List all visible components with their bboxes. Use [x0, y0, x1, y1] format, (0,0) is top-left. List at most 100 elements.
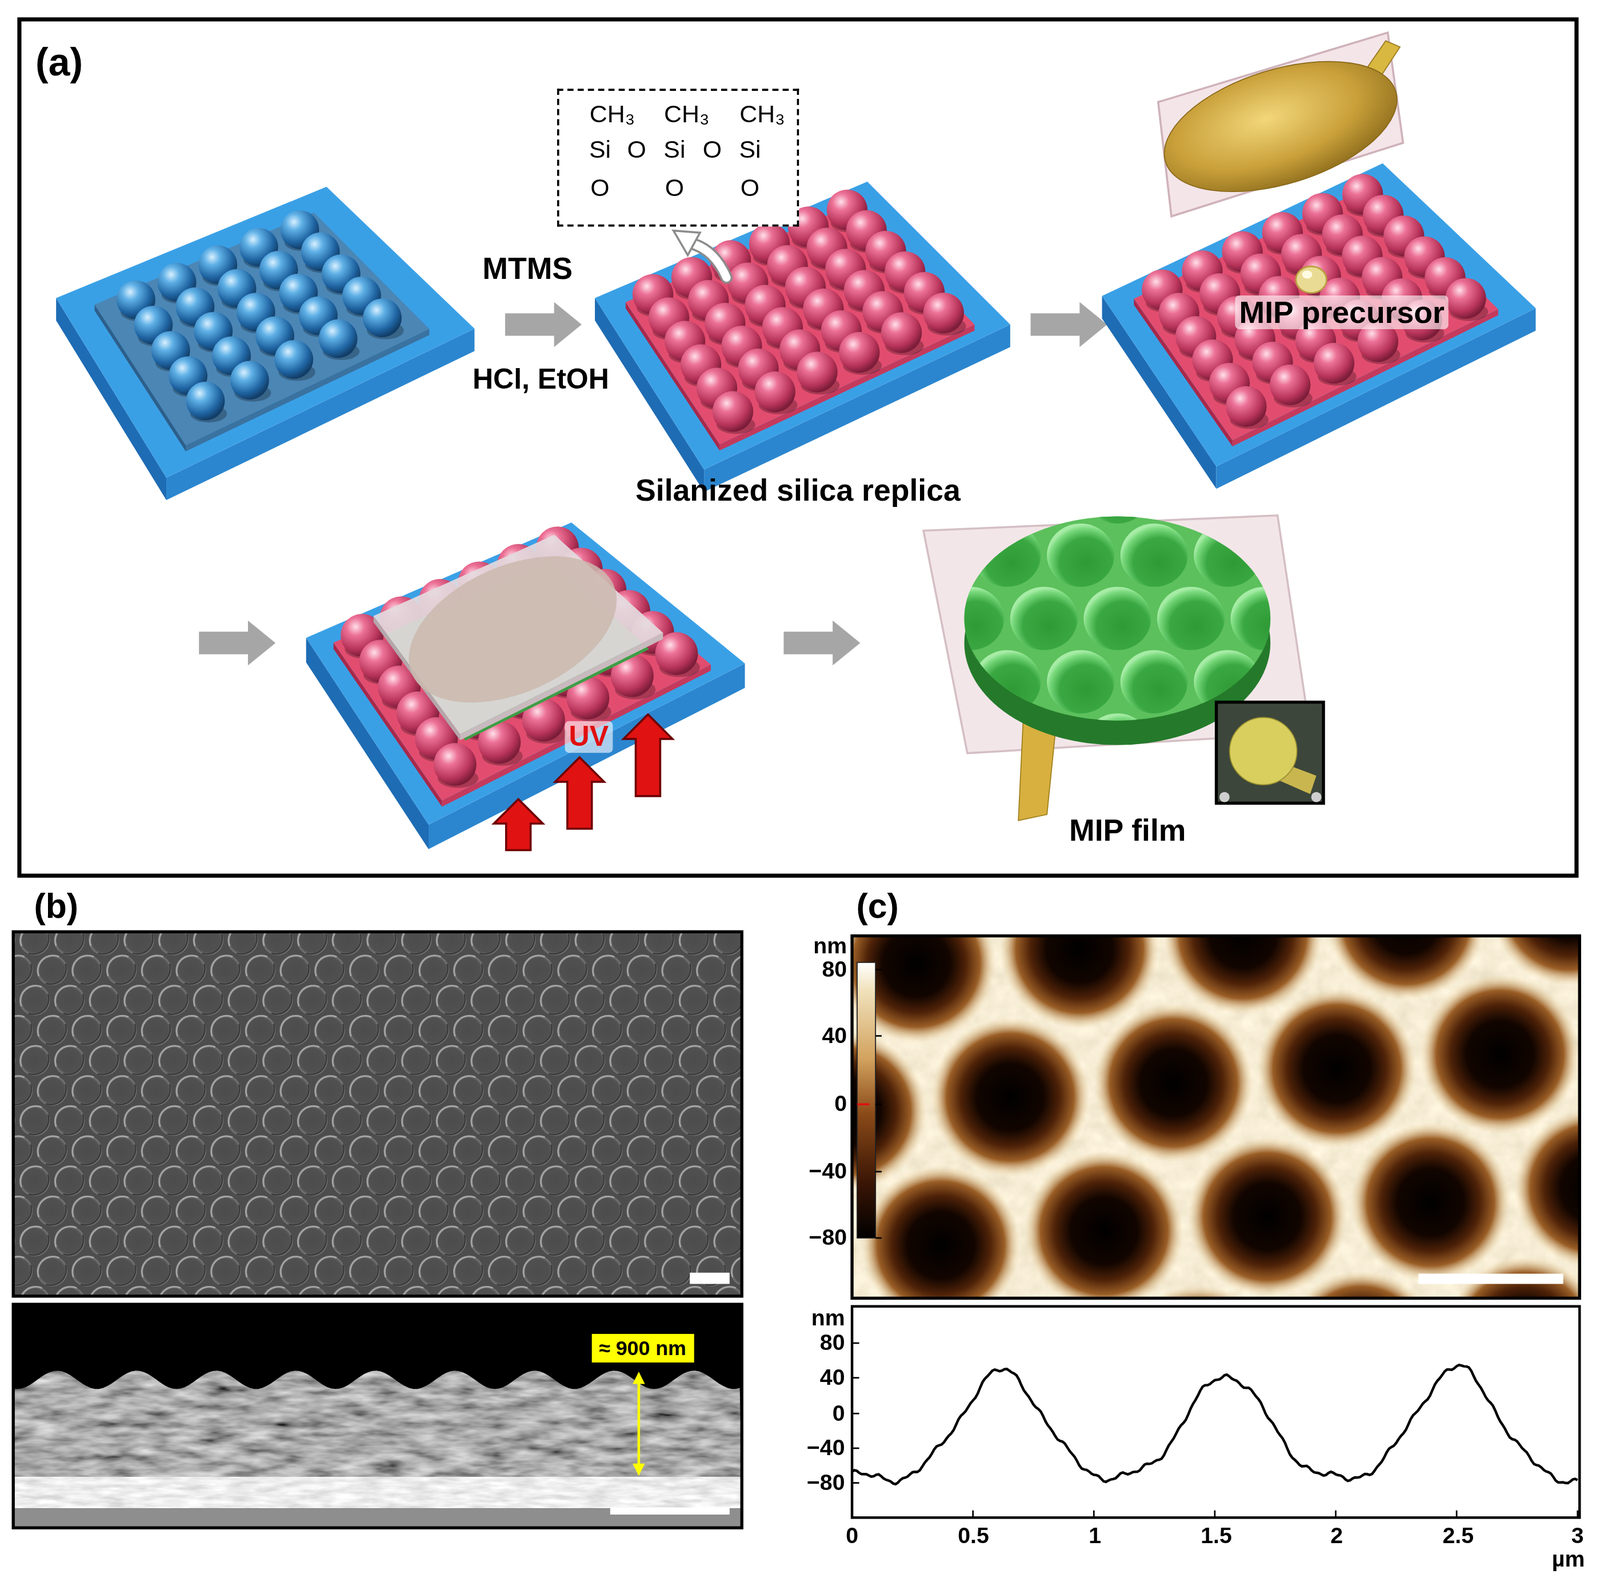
- sem-rim: [558, 1136, 580, 1157]
- sem-rim: [531, 964, 552, 984]
- sem-rim: [280, 1256, 302, 1278]
- sem-rim: [714, 1166, 736, 1187]
- sem-cavity: [661, 1135, 692, 1167]
- sem-rim: [688, 993, 708, 1014]
- sem-rim: [558, 1076, 580, 1097]
- sem-rim: [679, 985, 701, 1007]
- sem-rim: [263, 1166, 285, 1187]
- sem-cavity: [297, 1165, 328, 1196]
- sem-cavity: [436, 1225, 467, 1257]
- sem-cavity: [661, 1074, 692, 1106]
- sem-rim: [107, 955, 129, 976]
- sem-cavity: [13, 1074, 33, 1106]
- axis-tick: [1214, 1510, 1216, 1518]
- sem-rim: [80, 1144, 101, 1165]
- imprinted-cavity: [1083, 713, 1151, 777]
- sem-rim: [697, 1196, 719, 1217]
- sem-rim: [150, 964, 171, 984]
- sem-cavity: [193, 1045, 224, 1076]
- sem-rim: [20, 931, 42, 946]
- sem-rim: [593, 1076, 615, 1097]
- sem-rim: [323, 1084, 344, 1104]
- sem-cavity: [349, 1255, 380, 1287]
- sem-cavity: [488, 1074, 519, 1106]
- sem-rim: [280, 1076, 302, 1097]
- afm-cavity: [861, 1165, 1021, 1298]
- height-profile: [852, 1364, 1578, 1484]
- sem-cavity: [713, 931, 742, 955]
- sem-cavity: [210, 1255, 242, 1287]
- sem-rim: [263, 931, 285, 946]
- sem-cavity: [158, 1045, 190, 1076]
- sem-cavity: [592, 954, 623, 986]
- sem-cavity: [331, 1165, 363, 1196]
- sem-rim: [350, 1256, 372, 1278]
- sem-cavity: [383, 1014, 415, 1046]
- sem-cavity: [453, 1255, 484, 1287]
- sem-rim: [288, 1084, 309, 1104]
- sem-cavity: [488, 1014, 519, 1046]
- sem-rim: [141, 955, 163, 976]
- sem-cavity: [262, 1225, 294, 1257]
- sem-rim: [228, 931, 250, 946]
- imprinted-cavity: [1157, 460, 1225, 524]
- sem-rim: [583, 933, 604, 954]
- sem-rim: [514, 1054, 535, 1075]
- sem-cavity: [540, 1165, 571, 1196]
- color-bar: [857, 962, 876, 1238]
- sem-rim: [427, 964, 448, 984]
- sem-rim: [13, 1204, 32, 1225]
- sem-rim: [384, 955, 406, 976]
- sem-cavity: [106, 1255, 138, 1287]
- sem-rim: [315, 1076, 337, 1097]
- sem-rim: [488, 955, 510, 976]
- sem-cavity: [644, 1105, 675, 1136]
- tick-label: 0: [834, 1092, 847, 1117]
- pointer-arrowhead: [673, 230, 700, 256]
- sem-rim: [705, 1144, 726, 1165]
- formula-atom: O: [590, 174, 610, 202]
- sem-cavity: [366, 931, 398, 955]
- sem-rim: [323, 964, 344, 984]
- sem-rim: [375, 1054, 396, 1075]
- sem-rim: [714, 1045, 736, 1067]
- sem-rim: [55, 1166, 77, 1187]
- sem-cavity: [262, 1165, 294, 1196]
- photo-inset: [1216, 702, 1324, 804]
- sem-rim: [627, 1015, 649, 1036]
- sem-cavity: [262, 984, 294, 1016]
- sem-rim: [531, 1264, 552, 1285]
- sem-rim: [55, 985, 77, 1007]
- tick-label: 1.5: [1200, 1523, 1232, 1548]
- sem-rim: [636, 964, 656, 984]
- precursor-drop: [1296, 266, 1327, 293]
- sem-cavity: [574, 984, 606, 1016]
- sem-rim: [228, 1166, 250, 1187]
- sem-cavity: [19, 1105, 51, 1136]
- sem-rim: [89, 1105, 111, 1127]
- sem-rim: [645, 985, 667, 1007]
- sem-cavity: [488, 1195, 519, 1227]
- sem-rim: [358, 1264, 379, 1285]
- step-label: Silanized silica replica: [635, 473, 961, 507]
- sem-rim: [280, 1136, 302, 1157]
- sem-rim: [13, 955, 25, 976]
- sem-cavity: [540, 1045, 571, 1076]
- sem-rim: [20, 1226, 42, 1247]
- sem-cavity: [401, 931, 432, 955]
- sem-rim: [618, 993, 639, 1014]
- sem-rim: [653, 1174, 674, 1195]
- sem-rim: [132, 993, 153, 1014]
- formula-atom: O: [627, 136, 647, 164]
- sem-rim: [410, 1174, 431, 1195]
- sem-rim: [410, 1114, 431, 1135]
- sem-cavity: [13, 1255, 33, 1287]
- sem-cavity: [366, 1225, 398, 1257]
- sem-rim: [150, 1144, 171, 1165]
- sem-rim: [479, 1234, 500, 1255]
- sem-rim: [427, 1024, 448, 1044]
- sem-rim: [497, 964, 518, 984]
- sem-rim: [63, 1054, 84, 1075]
- sem-cavity: [574, 1225, 606, 1257]
